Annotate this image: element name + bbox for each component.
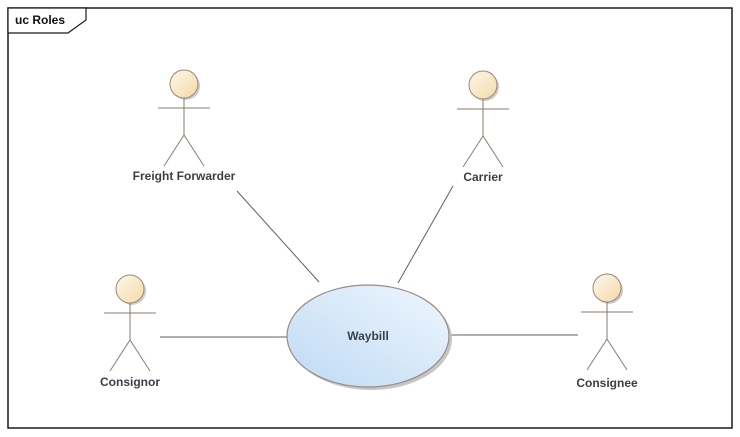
actor-head <box>468 70 498 100</box>
actor-head <box>592 273 622 303</box>
connectors <box>160 185 578 338</box>
use-case-waybill[interactable] <box>286 284 452 390</box>
actor-label-consignee[interactable]: Consignee <box>576 376 638 390</box>
actor-body <box>581 302 633 371</box>
actor-head <box>115 274 145 304</box>
connector-freight-forwarder-waybill[interactable] <box>236 190 320 283</box>
actor-body <box>158 98 210 167</box>
actor-freight-forwarder[interactable] <box>158 69 210 167</box>
actor-label-freight-forwarder[interactable]: Freight Forwarder <box>132 169 236 183</box>
actor-body <box>457 99 509 168</box>
actor-body <box>104 303 156 372</box>
actor-label-consignor[interactable]: Consignor <box>100 375 160 389</box>
use-case-ellipse <box>286 284 450 388</box>
frame-title-pentagon <box>7 7 87 34</box>
use-case-label[interactable]: Waybill <box>347 329 389 343</box>
actor-carrier[interactable] <box>457 70 509 168</box>
actor-head <box>169 69 199 99</box>
connector-carrier-waybill[interactable] <box>397 185 454 284</box>
actor-label-carrier[interactable]: Carrier <box>463 170 503 184</box>
frame-title: uc Roles <box>15 13 66 27</box>
actor-consignor[interactable] <box>104 274 156 372</box>
actor-consignee[interactable] <box>581 273 633 371</box>
